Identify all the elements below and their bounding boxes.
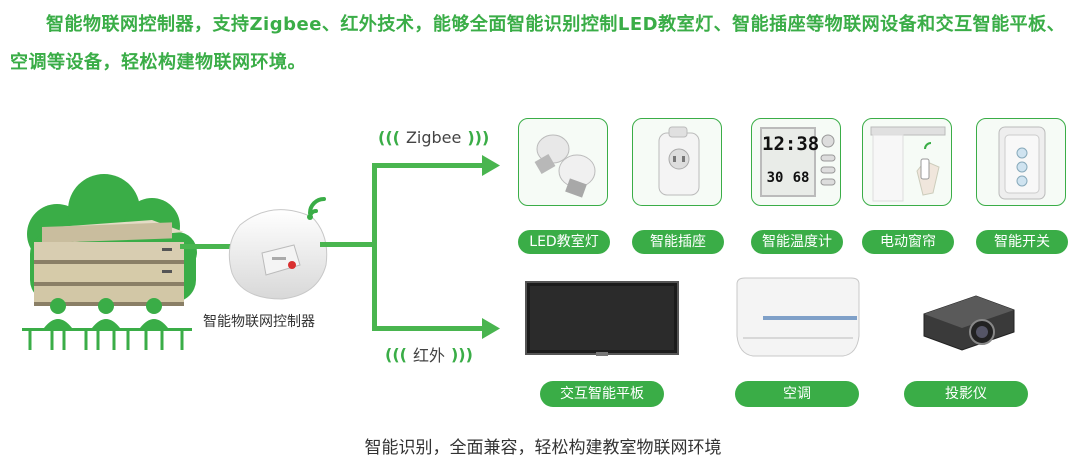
signal-left-icon: (((	[385, 344, 407, 364]
thermometer-humidity: 68	[792, 170, 810, 186]
device-card-switch	[976, 118, 1066, 206]
device-label-smart-board: 交互智能平板	[540, 381, 664, 407]
zigbee-text: Zigbee	[405, 128, 462, 147]
branch-connectors	[320, 155, 500, 339]
smart-board-icon	[525, 281, 679, 356]
thermometer-buttons-icon	[820, 134, 836, 186]
signal-right-icon: )))	[450, 344, 473, 364]
infrared-text: 红外	[412, 346, 445, 365]
projector-icon	[923, 295, 1015, 351]
led-bulb-icon	[534, 134, 596, 198]
thermometer-screen: 12:38 30 68	[760, 127, 820, 197]
smart-socket-icon	[658, 126, 700, 196]
device-label-thermometer: 智能温度计	[751, 230, 843, 254]
signal-right-icon: )))	[467, 128, 490, 147]
iot-controller-icon	[228, 197, 328, 300]
curtain-icon	[870, 126, 946, 202]
device-label-projector: 投影仪	[904, 381, 1028, 407]
cloud-server-icon	[27, 174, 197, 306]
students-icon	[22, 298, 192, 350]
thermometer-temp: 30	[766, 170, 784, 186]
device-label-switch: 智能开关	[976, 230, 1068, 254]
signal-left-icon: (((	[378, 128, 400, 147]
air-conditioner-icon	[736, 277, 860, 357]
caption: 智能识别，全面兼容，轻松构建教室物联网环境	[364, 438, 722, 458]
controller-label: 智能物联网控制器	[203, 314, 315, 330]
device-label-led: LED教室灯	[518, 230, 610, 254]
zigbee-protocol-label: ((( Zigbee )))	[378, 128, 489, 147]
device-label-curtain: 电动窗帘	[862, 230, 954, 254]
switch-icon	[998, 126, 1046, 200]
device-card-led	[518, 118, 608, 206]
device-label-air-conditioner: 空调	[735, 381, 859, 407]
device-card-socket	[632, 118, 722, 206]
device-label-socket: 智能插座	[632, 230, 724, 254]
thermometer-time: 12:38	[762, 133, 820, 155]
connector-cloud-controller	[180, 244, 240, 249]
infrared-protocol-label: ((( 红外 )))	[385, 342, 473, 366]
intro-text: 智能物联网控制器，支持Zigbee、红外技术，能够全面智能识别控制LED教室灯、…	[10, 14, 1066, 73]
device-card-thermometer: 12:38 30 68	[751, 118, 841, 206]
device-card-curtain	[862, 118, 952, 206]
